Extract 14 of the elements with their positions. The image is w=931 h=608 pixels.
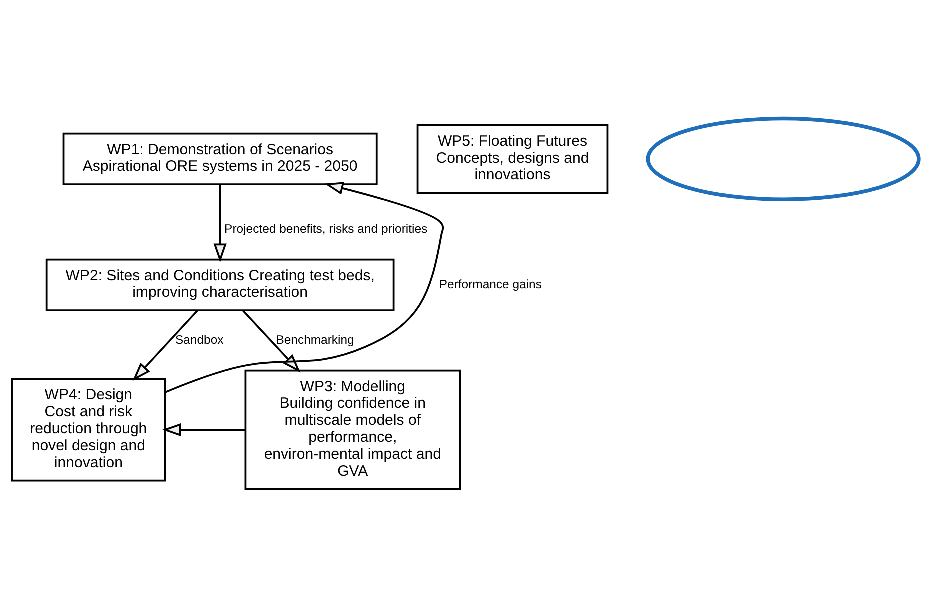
node-box: WP2: Sites and Conditions Creating test beds, improving characterisation: [46, 258, 395, 312]
edge-label: Projected benefits, risks and priorities: [224, 222, 428, 236]
node-box: WP4: Design Cost and risk reduction through novel design and innovation: [11, 378, 166, 482]
edge-label: Performance gains: [439, 277, 542, 292]
edge-label: Benchmarking: [276, 332, 354, 347]
node-box: WP3: Modelling Building confidence in multiscale models of performance, environ-mental impact and GVA: [244, 370, 462, 490]
edge-label: Sandbox: [176, 332, 224, 347]
arrow: [162, 423, 246, 437]
arrow: [132, 310, 198, 382]
node-box: WP5: Floating Futures Concepts, designs and innovations: [416, 124, 609, 194]
node-box: WP1: Demonstration of Scenarios Aspirational ORE systems in 2025 - 2050: [62, 132, 378, 186]
arrow: [165, 182, 444, 394]
arrow: [214, 184, 227, 263]
node-ellipse: [646, 116, 921, 202]
